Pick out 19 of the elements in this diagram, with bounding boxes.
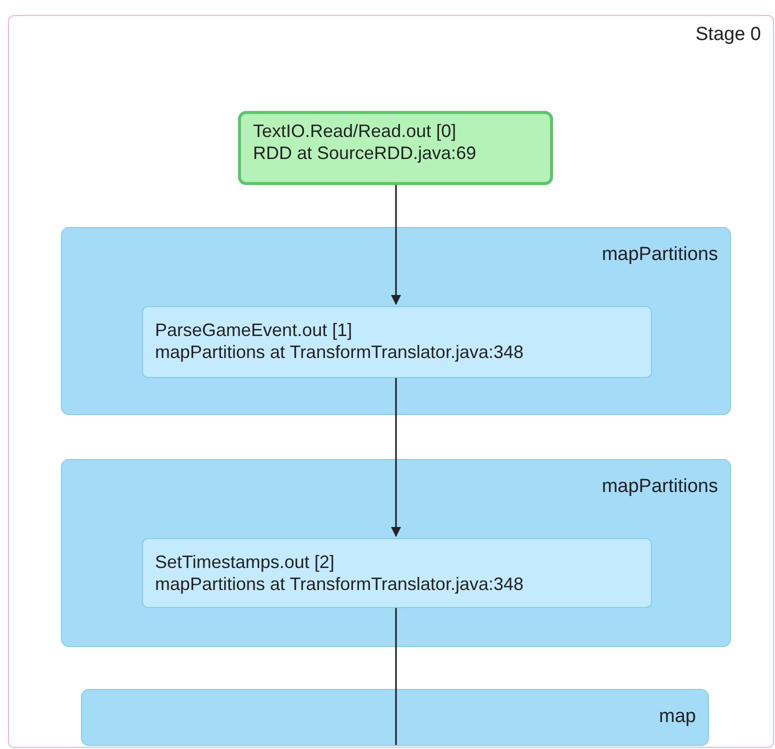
cluster-label: mapPartitions (602, 476, 718, 498)
arrow (391, 376, 401, 537)
source-node-box (238, 111, 553, 185)
arrow (391, 184, 401, 305)
stage-box (8, 15, 774, 748)
node-name: ParseGameEvent.out [1] (155, 319, 354, 341)
stage-label: Stage 0 (696, 24, 761, 46)
node-callsite: mapPartitions at TransformTranslator.java:348 (155, 341, 524, 363)
cluster-box (81, 689, 709, 746)
node-callsite: RDD at SourceRDD.java:69 (253, 142, 478, 164)
cluster-box (61, 459, 731, 647)
rdd-node-box (142, 538, 652, 608)
cluster-box (61, 227, 731, 415)
cluster-label: mapPartitions (602, 244, 718, 266)
cluster-label: map (659, 706, 696, 728)
node-name: SetTimestamps.out [2] (155, 551, 336, 573)
node-callsite: mapPartitions at TransformTranslator.java:348 (155, 573, 524, 595)
rdd-node-box (142, 306, 652, 378)
node-name: TextIO.Read/Read.out [0] (253, 120, 458, 142)
